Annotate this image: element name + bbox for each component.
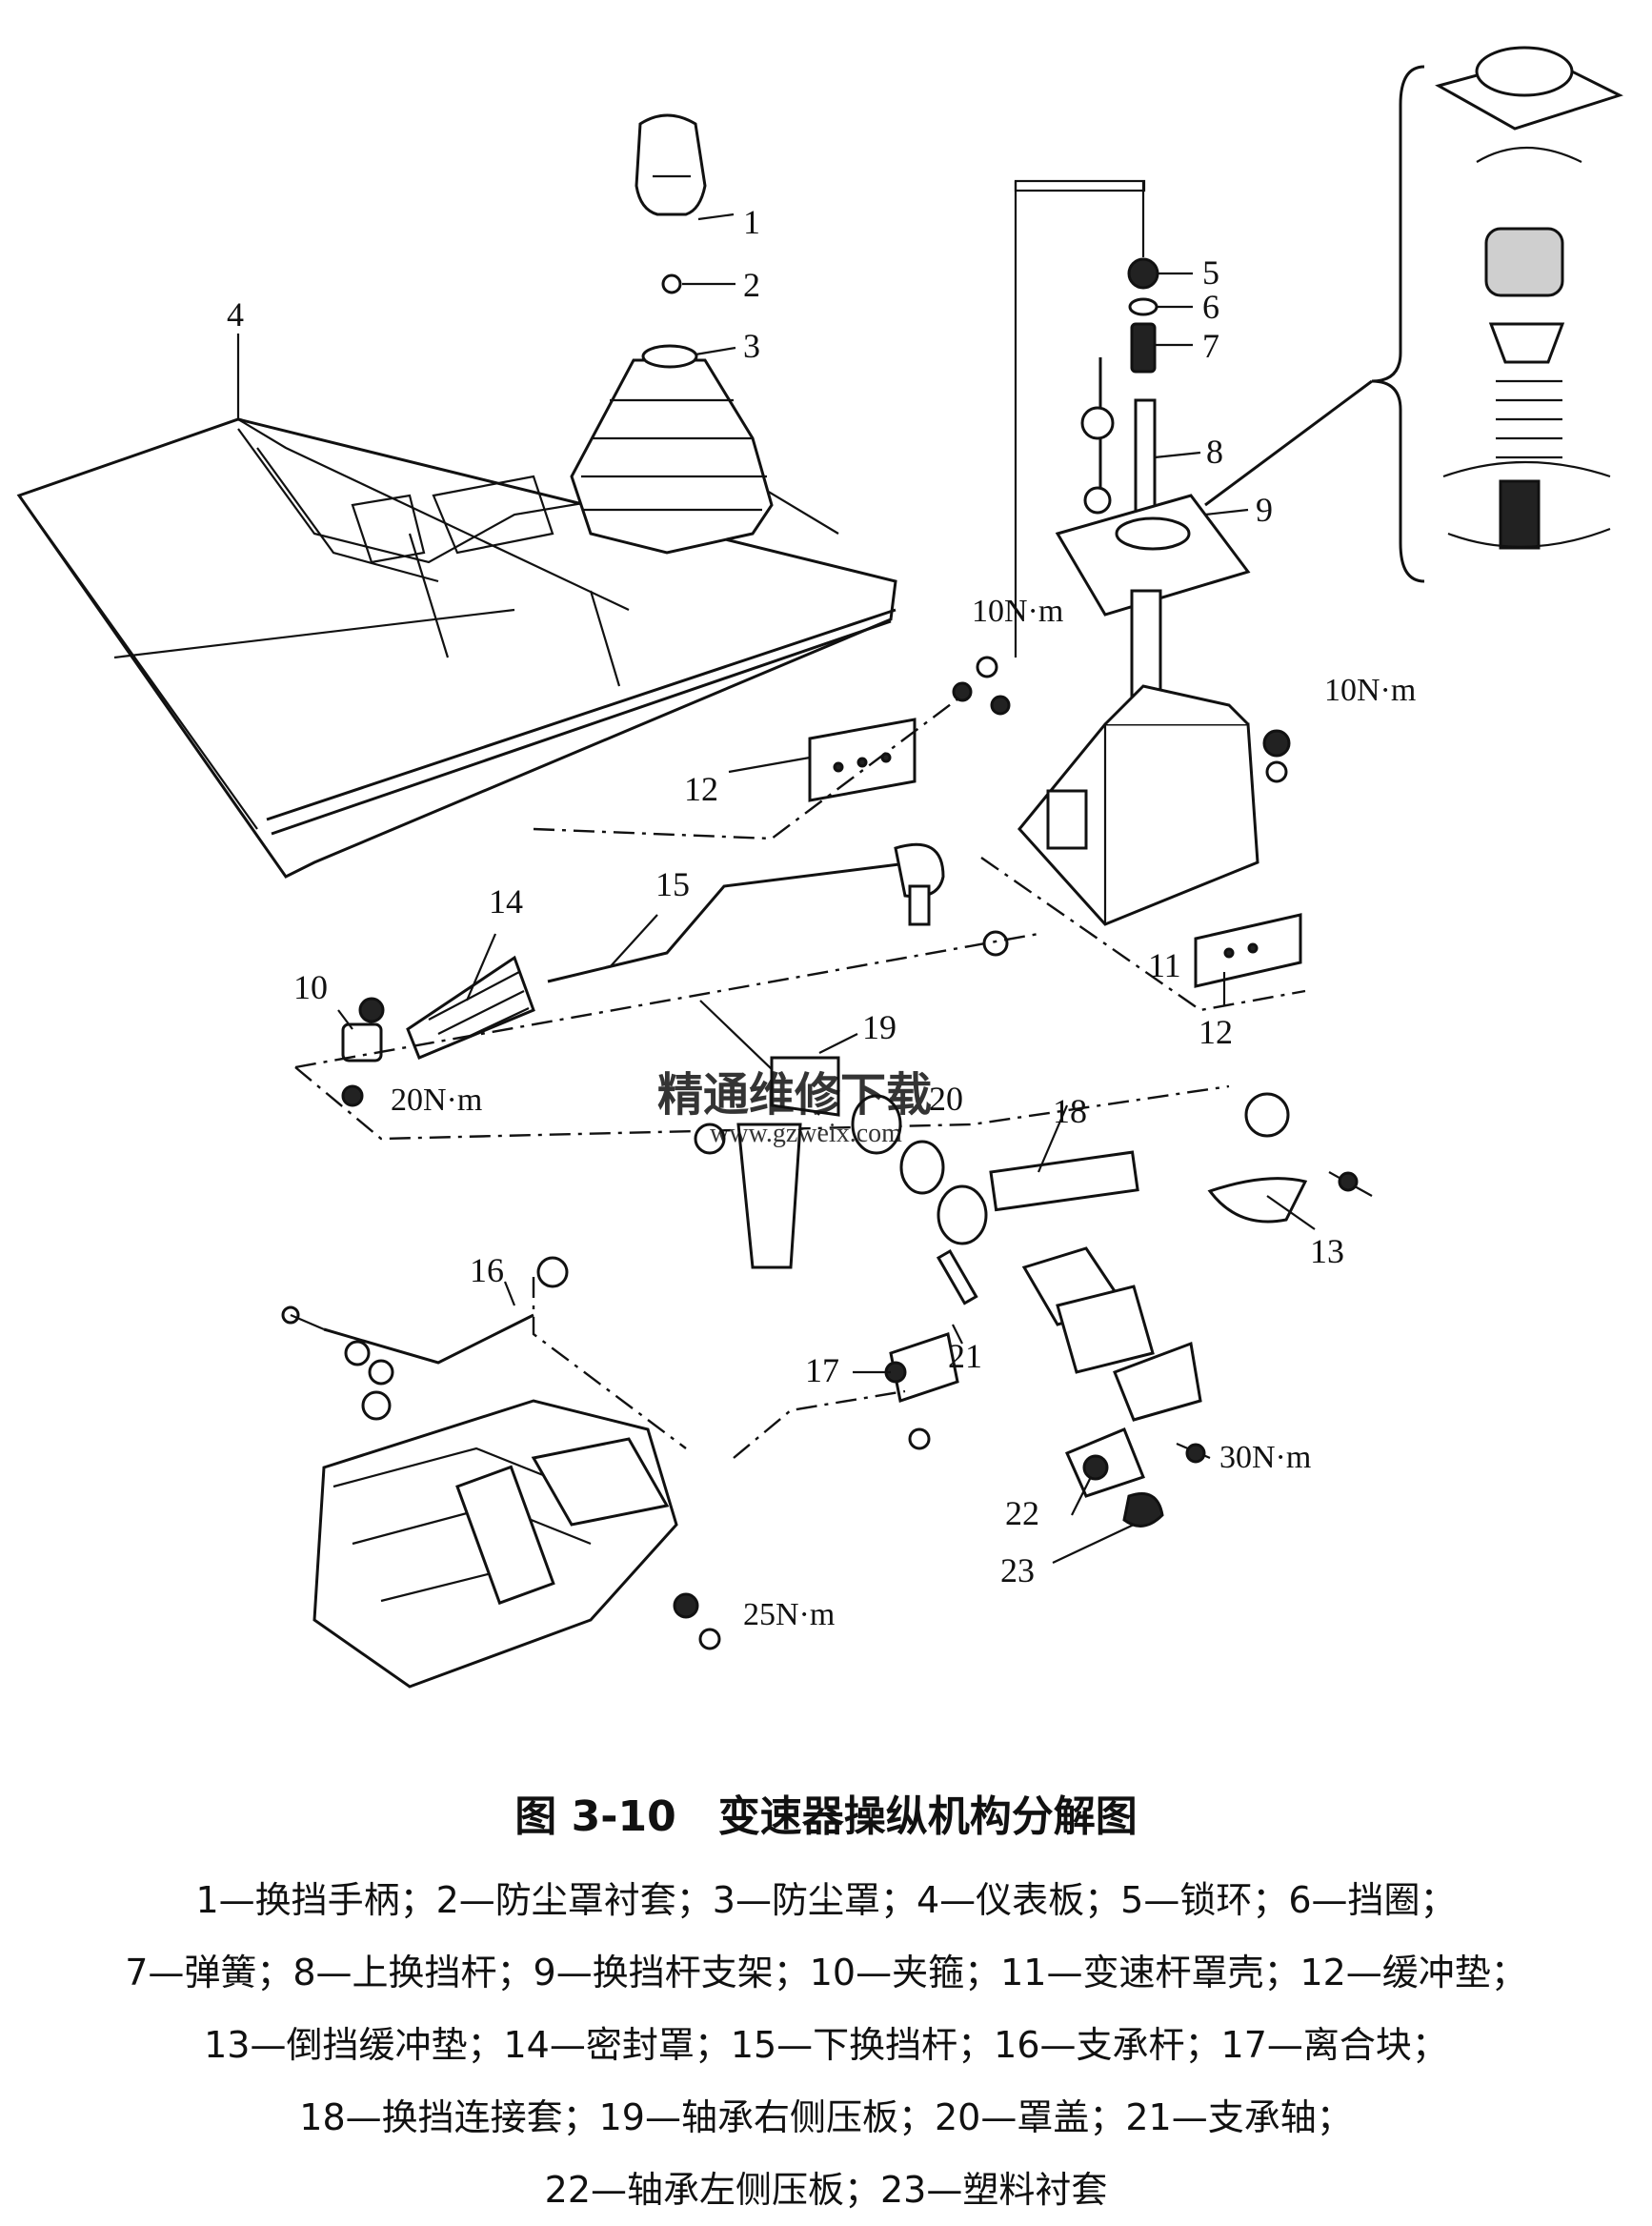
callout-9: 9 xyxy=(1256,491,1273,529)
linkage-assembly xyxy=(694,1000,1373,1528)
watermark-url: www.gzweix.com xyxy=(710,1119,902,1148)
callout-11: 11 xyxy=(1148,946,1181,984)
figure-caption: 图 3-10 变速器操纵机构分解图 1—换挡手柄；2—防尘罩衬套；3—防尘罩；4… xyxy=(0,1782,1652,2226)
callout-12-bottom: 12 xyxy=(1199,1013,1233,1051)
callout-3: 3 xyxy=(743,327,760,365)
legend-line-4: 18—换挡连接套；19—轴承右侧压板；20—罩盖；21—支承轴； xyxy=(299,2096,1353,2138)
callout-18: 18 xyxy=(1053,1092,1087,1130)
shift-knob xyxy=(635,113,707,294)
callout-21: 21 xyxy=(948,1337,982,1375)
exploded-view-diagram: 1 2 3 4 5 6 7 8 9 10 11 12 12 13 14 15 1… xyxy=(16,46,1623,1689)
callout-2: 2 xyxy=(743,266,760,304)
torque-30nm: 30N·m xyxy=(1219,1440,1311,1475)
callout-12-top: 12 xyxy=(684,770,718,808)
callout-17: 17 xyxy=(805,1351,839,1389)
callout-20: 20 xyxy=(929,1080,963,1118)
callout-1: 1 xyxy=(743,203,760,241)
legend-line-1: 1—换挡手柄；2—防尘罩衬套；3—防尘罩；4—仪表板；5—锁环；6—挡圈； xyxy=(195,1879,1457,1921)
callout-5: 5 xyxy=(1202,253,1219,292)
callout-16: 16 xyxy=(470,1251,504,1289)
callout-14: 14 xyxy=(489,882,523,921)
upper-lever-assembly xyxy=(1014,179,1251,717)
callout-22: 22 xyxy=(1005,1494,1039,1532)
torque-labels: 10N·m 10N·m 20N·m 30N·m 25N·m xyxy=(391,594,1416,1632)
callout-7: 7 xyxy=(1202,327,1219,365)
leader-lines xyxy=(236,212,1316,1564)
callout-13: 13 xyxy=(1310,1232,1344,1270)
watermark: 精通维修下载 www.gzweix.com xyxy=(657,1070,932,1148)
lower-lever-assembly xyxy=(294,695,1306,1141)
callout-8: 8 xyxy=(1206,433,1223,471)
torque-25nm: 25N·m xyxy=(743,1597,835,1632)
watermark-text: 精通维修下载 xyxy=(657,1070,932,1121)
support-rod-and-gearbox xyxy=(281,1256,906,1689)
figure-title: 图 3-10 变速器操纵机构分解图 xyxy=(514,1792,1138,1841)
legend-line-5: 22—轴承左侧压板；23—塑料衬套 xyxy=(544,2169,1108,2211)
torque-10nm-right: 10N·m xyxy=(1324,673,1416,708)
lever-housing xyxy=(808,656,1302,988)
callout-4: 4 xyxy=(227,295,244,334)
legend-line-2: 7—弹簧；8—上换挡杆；9—换挡杆支架；10—夹箍；11—变速杆罩壳；12—缓冲… xyxy=(125,1952,1527,1993)
callout-23: 23 xyxy=(1000,1551,1035,1589)
legend-line-3: 13—倒挡缓冲垫；14—密封罩；15—下换挡杆；16—支承杆；17—离合块； xyxy=(204,2024,1448,2066)
callout-19: 19 xyxy=(862,1008,897,1046)
torque-10nm-left: 10N·m xyxy=(972,594,1063,629)
callout-15: 15 xyxy=(655,865,690,903)
callout-6: 6 xyxy=(1202,288,1219,326)
callout-10: 10 xyxy=(293,968,328,1006)
callout-labels: 1 2 3 4 5 6 7 8 9 10 11 12 12 13 14 15 1… xyxy=(227,203,1344,1589)
instrument-panel xyxy=(16,417,897,879)
shift-boot xyxy=(570,344,774,555)
torque-20nm: 20N·m xyxy=(391,1083,482,1118)
detail-inset xyxy=(1204,46,1623,583)
